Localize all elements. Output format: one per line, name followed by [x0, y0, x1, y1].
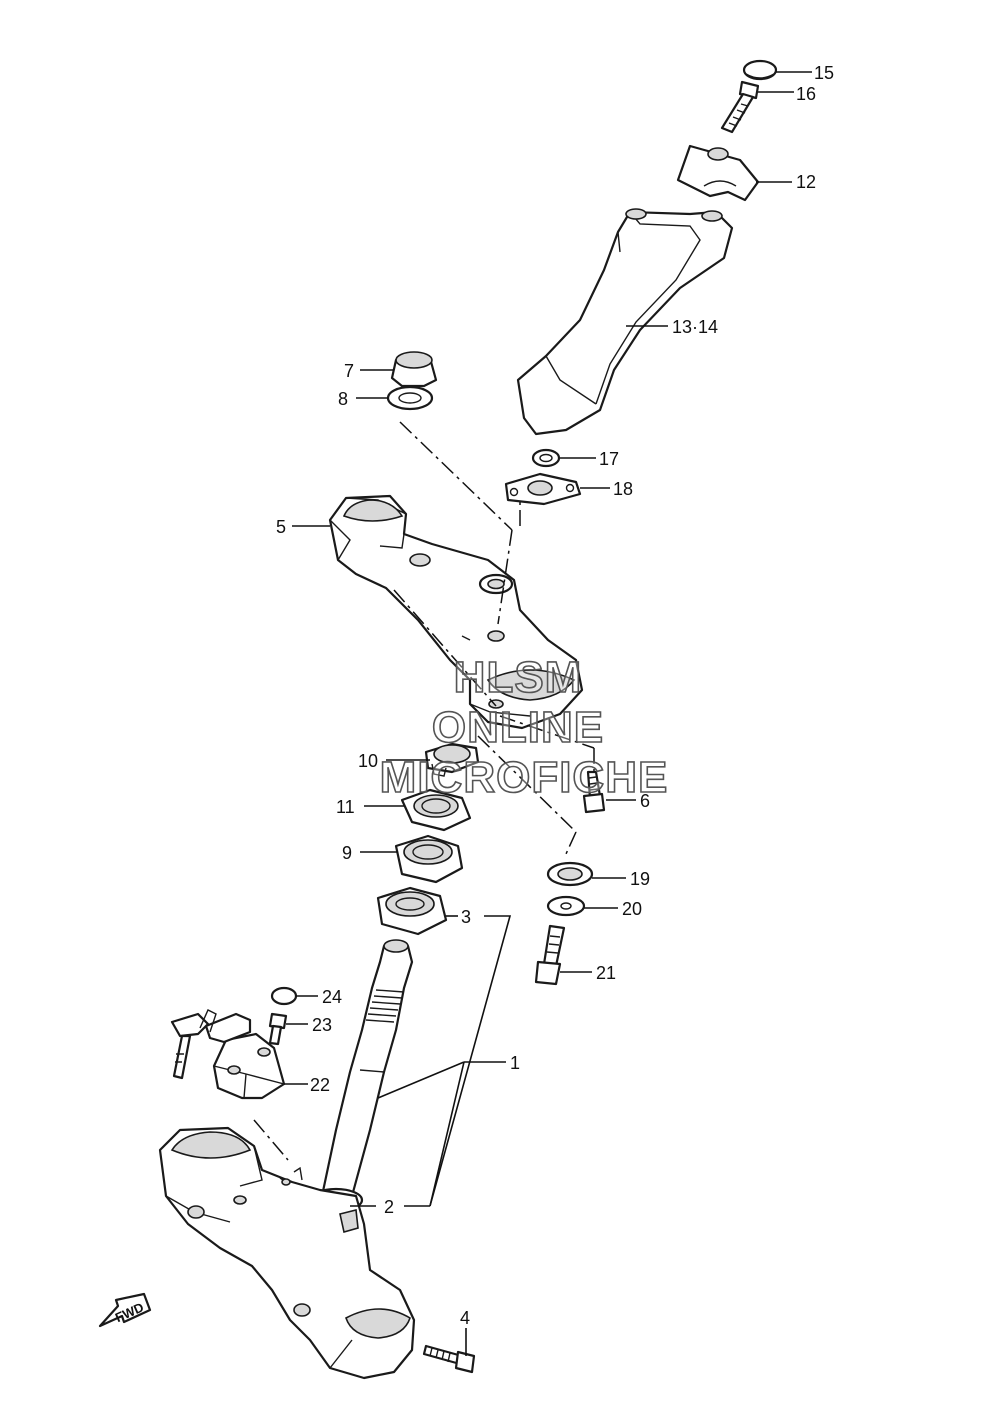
callout-13-14: 13·14 — [672, 317, 718, 337]
watermark: HLSM ONLINE MICROFICHE — [379, 652, 669, 803]
part-1-steering-stem — [320, 939, 414, 1198]
part-13-14-handlebar — [516, 208, 734, 436]
callout-15: 15 — [814, 63, 834, 83]
callout-1: 1 — [510, 1053, 520, 1073]
part-3-bearing — [376, 886, 448, 936]
callout-16: 16 — [796, 84, 816, 104]
fwd-arrow: FWD — [98, 1292, 152, 1328]
callout-20: 20 — [622, 899, 642, 919]
part-5-upper-bracket — [328, 494, 584, 730]
part-10-nut — [424, 742, 480, 777]
callout-23: 23 — [312, 1015, 332, 1035]
watermark-line-1: HLSM — [454, 653, 583, 702]
watermark-line-2: ONLINE — [432, 703, 604, 752]
part-4-bolt — [422, 1344, 476, 1374]
part-24-cap — [270, 986, 298, 1006]
callout-17: 17 — [599, 449, 619, 469]
lower-bracket — [158, 1126, 416, 1380]
callout-6: 6 — [640, 791, 650, 811]
part-15-cap — [742, 59, 778, 81]
callout-5: 5 — [276, 517, 286, 537]
part-17-washer — [531, 448, 561, 468]
callout-21: 21 — [596, 963, 616, 983]
part-22-steering-lock — [170, 1009, 286, 1100]
watermark-line-3: MICROFICHE — [380, 753, 669, 802]
callout-2: 2 — [384, 1197, 394, 1217]
callout-7: 7 — [344, 361, 354, 381]
part-9-bearing — [394, 834, 464, 884]
part-12-clamp — [676, 144, 760, 202]
callout-22: 22 — [310, 1075, 330, 1095]
leader-lines — [284, 71, 812, 1356]
callout-labels: 15 16 12 13·14 7 8 17 18 5 10 6 11 9 19 … — [276, 63, 834, 1328]
part-20-washer — [546, 895, 586, 917]
part-16-bolt — [720, 80, 760, 134]
part-21-bolt — [534, 924, 566, 986]
assembly-lines — [253, 421, 595, 1161]
callout-9: 9 — [342, 843, 352, 863]
part-19-washer — [546, 861, 594, 887]
part-8-washer — [386, 385, 434, 411]
part-23-bolt — [268, 1012, 288, 1046]
callout-4: 4 — [460, 1308, 470, 1328]
part-7-nut — [390, 351, 438, 388]
part-11-seal — [400, 788, 472, 832]
callout-24: 24 — [322, 987, 342, 1007]
callout-19: 19 — [630, 869, 650, 889]
part-18-plate — [504, 472, 582, 506]
callout-18: 18 — [613, 479, 633, 499]
callout-12: 12 — [796, 172, 816, 192]
callout-11: 11 — [336, 797, 355, 817]
callout-3: 3 — [461, 907, 471, 927]
callout-10: 10 — [358, 751, 378, 771]
callout-8: 8 — [338, 389, 348, 409]
